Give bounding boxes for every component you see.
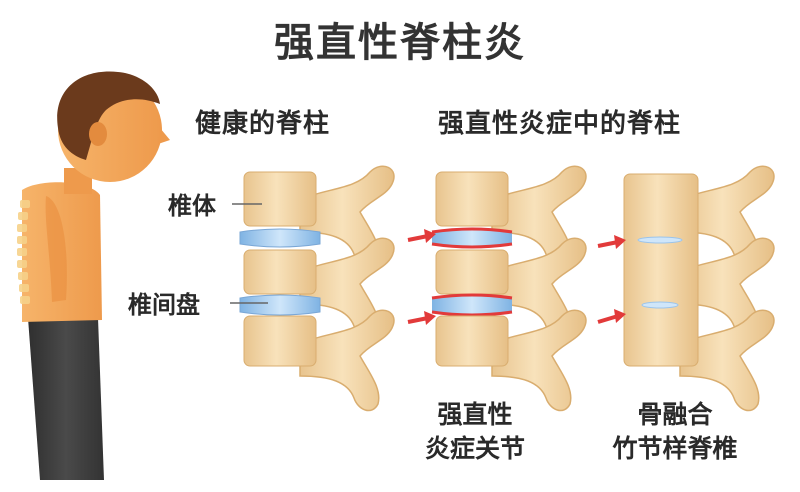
fused-gap-top [637,236,683,244]
person-figure [17,71,170,480]
inflamed-spine-heading: 强直性炎症中的脊柱 [438,109,682,139]
arrow-inflamed-bottom [407,311,436,325]
arrow-inflamed-top [407,229,436,243]
arrow-fused-top [597,235,626,249]
fused-caption-line2: 竹节样脊椎 [612,434,738,463]
healthy-spine-heading: 健康的脊柱 [195,109,331,139]
fused-gap-bottom [641,301,679,309]
healthy-vertebra-top [243,171,317,227]
fused-caption-line1: 骨融合 [637,400,713,429]
inflamed-edge-bottom-2 [431,310,513,317]
healthy-disc-top [239,228,321,248]
inflamed-caption-line2: 炎症关节 [424,434,525,463]
healthy-spine [230,165,395,412]
arrow-fused-bottom [597,309,626,324]
healthy-vertebra-bottom [243,315,317,367]
disc-label: 椎间盘 [128,291,200,319]
inflamed-edge-top-1 [431,227,513,234]
inflamed-spine [407,165,587,412]
healthy-disc-bottom [239,294,321,316]
vertebra-label: 椎体 [168,192,216,220]
fused-spine [597,165,775,412]
page-title: 强直性脊柱炎 [274,20,526,66]
inflamed-caption-line1: 强直性 [437,400,513,429]
inflamed-edge-top-2 [431,242,513,249]
healthy-vertebra-mid [243,249,317,295]
inflamed-edge-bottom-1 [431,293,513,300]
